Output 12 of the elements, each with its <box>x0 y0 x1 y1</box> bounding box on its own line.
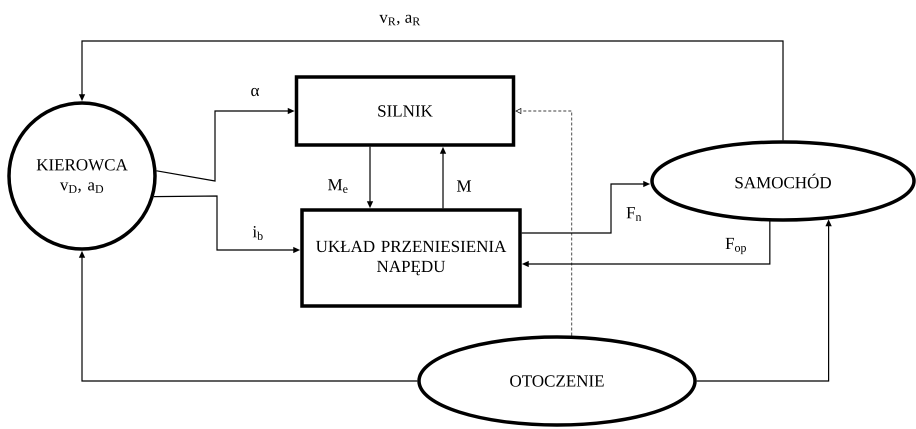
edge-label: M <box>455 179 473 193</box>
ellipse-node: SAMOCHÓD <box>650 140 916 222</box>
ellipse-node: OTOCZENIE <box>417 335 697 427</box>
edge-label: α <box>250 86 260 98</box>
edge-label: i$_{b}$ <box>251 225 265 241</box>
circle-node: KIEROWCA v$_{D}$, a$_{D}$ <box>7 101 157 251</box>
process-box: SILNIK <box>294 75 516 147</box>
process-box: UKŁAD PRZENIESIENIA NAPĘDU <box>300 208 522 308</box>
edge-label: F$_{n}$ <box>625 206 643 222</box>
edge-label: F$_{op}$ <box>724 236 748 256</box>
edge-label: M$_{e}$ <box>326 178 350 194</box>
edge-label: v$_{R}$, a$_{R}$ <box>378 14 422 26</box>
